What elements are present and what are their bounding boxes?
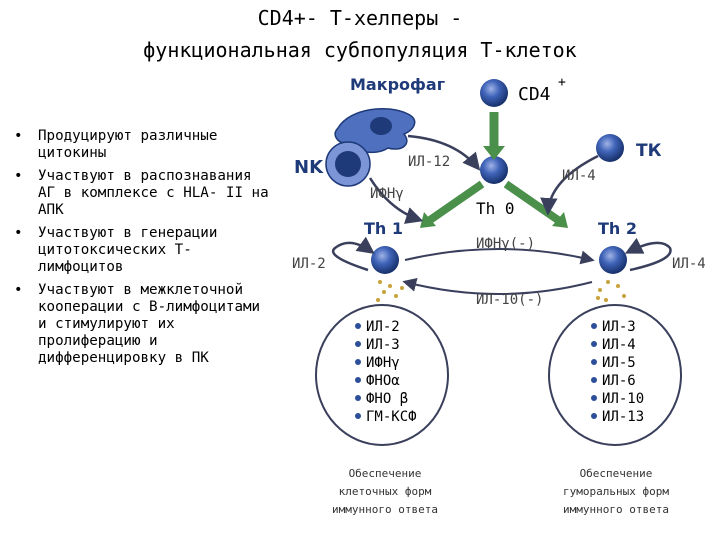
bullet-item: Участвуют в межклеточной кооперации с В-… (10, 282, 272, 367)
th2-cytokine: ИЛ-3 (602, 319, 636, 335)
arrow-il4-loop (624, 237, 672, 272)
caption-right-line: гуморальных форм (563, 485, 669, 498)
th2-cytokine: ИЛ-10 (602, 391, 644, 407)
caption-left-line: клеточных форм (339, 485, 432, 498)
th2-cytokine: ИЛ-6 (602, 373, 636, 389)
cd4-sup: + (558, 75, 566, 90)
il12-label: ИЛ-12 (408, 154, 450, 170)
caption-left: Обеспечение клеточных форм иммунного отв… (332, 467, 438, 516)
arrow-tk-il4 (540, 154, 599, 216)
th1-cytokine: ГМ-КСФ (366, 409, 417, 425)
th0-label: Th 0 (476, 199, 515, 218)
caption-left-line: Обеспечение (349, 467, 422, 480)
th2-cytokine-ellipse (548, 304, 682, 446)
th2-cytokine: ИЛ-4 (602, 337, 636, 353)
arrow-cd4-th0-head (483, 146, 505, 160)
th2-cytokine-list: ИЛ-3 ИЛ-4 ИЛ-5 ИЛ-6 ИЛ-10 ИЛ-13 (591, 319, 644, 425)
th1-cytokine-list: ИЛ-2 ИЛ-3 ИФНγ ФНОα ФНО β ГМ-КСФ (355, 319, 417, 425)
arrow-macrophage-il12 (407, 134, 481, 171)
arrow-il10-inhib (402, 277, 593, 295)
il4-tk-label: ИЛ-4 (562, 168, 596, 184)
bullet-item: Участвуют в генерации цитотоксических Т-… (10, 225, 272, 276)
th1-cytokine: ФНО β (366, 391, 408, 407)
bullet-item: Продуцируют различные цитокины (10, 128, 272, 162)
caption-right-line: Обеспечение (580, 467, 653, 480)
th1-cytokine-ellipse (315, 304, 449, 446)
bullet-list: Продуцируют различные цитокины Участвуют… (10, 128, 272, 373)
th2-secretion-dots (596, 280, 626, 302)
title-line-1: CD4+- Т-хелперы - (257, 6, 463, 30)
il10-inhib-label: ИЛ-10(-) (476, 292, 543, 308)
th1-label: Th 1 (364, 219, 403, 238)
arrow-th0-th1-head (420, 212, 436, 228)
th2-cytokine: ИЛ-5 (602, 355, 636, 371)
th2-cytokine: ИЛ-13 (602, 409, 644, 425)
th1-cell (371, 246, 399, 274)
th2-label: Th 2 (598, 219, 637, 238)
cd4-cell (480, 79, 508, 107)
ifn-inhib-label: ИФНγ(-) (476, 236, 535, 252)
th1-cytokine: ИЛ-3 (366, 337, 400, 353)
caption-right: Обеспечение гуморальных форм иммунного о… (563, 467, 669, 516)
arrow-th0-th1 (427, 180, 485, 224)
ifn-nk-label: ИФНγ (370, 186, 404, 202)
arrow-th0-th2-head (552, 212, 568, 228)
nk-cell (325, 141, 371, 187)
arrow-nk-ifn (368, 177, 424, 224)
il4-right-label: ИЛ-4 (672, 256, 706, 272)
il2-left-label: ИЛ-2 (292, 256, 326, 272)
th1-cytokine: ФНОα (366, 373, 400, 389)
th1-cytokine: ИФНγ (366, 355, 400, 371)
th-cell-diagram: Макрофаг CD4 + NK ТК Th 0 Th 1 Th 2 ИЛ-1… (292, 75, 706, 516)
arrow-il2-loop (332, 236, 375, 272)
tk-cell (596, 134, 624, 162)
th1-secretion-dots (376, 280, 404, 302)
caption-right-line: иммунного ответа (563, 503, 669, 516)
bullet-item: Участвуют в распознавания АГ в комплексе… (10, 168, 272, 219)
macrophage-label: Макрофаг (350, 75, 445, 94)
arrow-ifn-inhib (404, 248, 595, 265)
title-line-2: функциональная субпопуляция Т-клеток (143, 38, 577, 62)
cd4-label: CD4 (518, 84, 551, 105)
caption-left-line: иммунного ответа (332, 503, 438, 516)
tk-label: ТК (636, 141, 662, 161)
th2-cell (599, 246, 627, 274)
th1-cytokine: ИЛ-2 (366, 319, 400, 335)
th0-cell (480, 156, 508, 184)
nk-label: NK (294, 157, 324, 178)
